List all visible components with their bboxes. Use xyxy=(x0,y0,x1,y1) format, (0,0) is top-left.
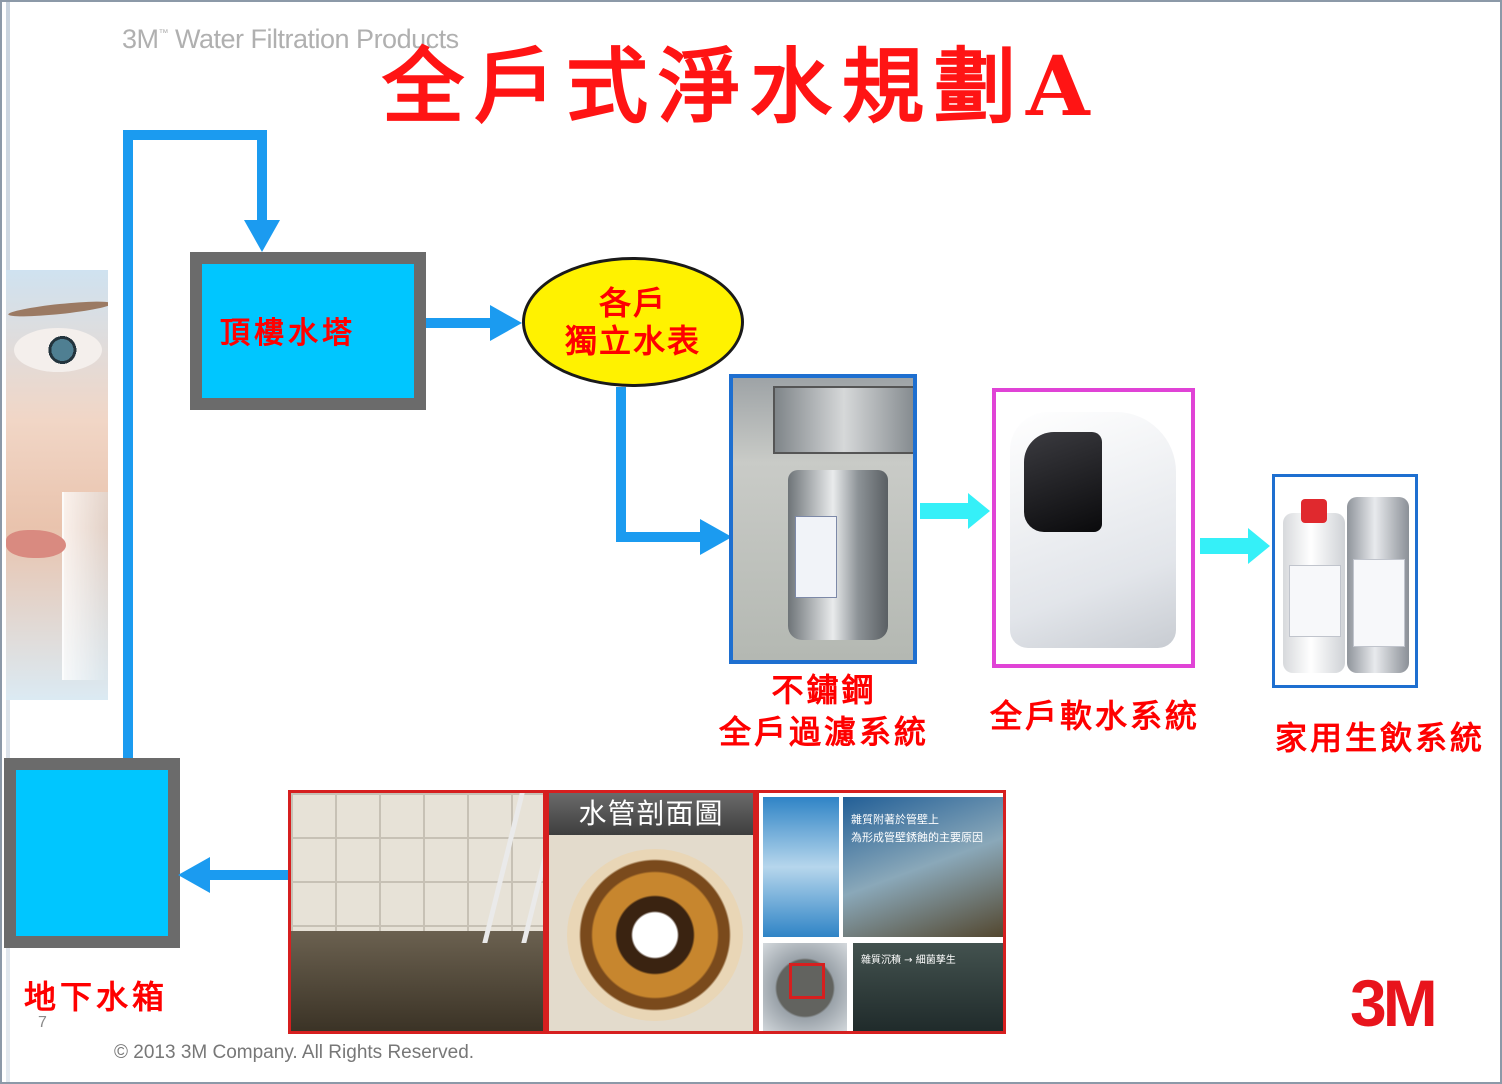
sediment-highlight-box xyxy=(789,963,825,999)
pipe-interior-photo xyxy=(843,797,1003,937)
riser-pipe-vertical xyxy=(123,130,133,766)
bacteria-photo xyxy=(853,943,1003,1031)
household-water-meter: 各戶 獨立水表 xyxy=(522,257,744,387)
corrosion-note-2: 為形成管壁銹蝕的主要原因 xyxy=(851,831,983,844)
steel-filter-photo xyxy=(729,374,917,664)
riser-pipe-down xyxy=(257,130,267,226)
riser-pipe-top xyxy=(123,130,267,140)
flow-arrow-head-2 xyxy=(1248,528,1270,564)
arrow-into-meter xyxy=(490,305,522,341)
flow-arrow-head-1 xyxy=(968,493,990,529)
woman-drinking-photo xyxy=(6,270,108,700)
brand-name: 3M xyxy=(122,24,159,54)
pipe-images-to-underground xyxy=(206,870,290,880)
drinking-system-photo xyxy=(1272,474,1418,688)
corroded-pipe-ring xyxy=(567,849,743,1021)
photo-lips xyxy=(6,530,66,558)
trademark-mark: ™ xyxy=(158,28,169,39)
pipe-problem-images: 水管剖面圖 雜質附著於管壁上 為形成管壁銹蝕的主要原因 雜質沉積 → 細菌孳生 xyxy=(288,790,1006,1034)
corrosion-note-1: 雜質附著於管壁上 xyxy=(851,813,939,826)
photo-eyebrow xyxy=(7,298,108,320)
underground-tank-label: 地下水箱 xyxy=(24,978,169,1016)
underground-water-tank xyxy=(4,758,180,948)
drinking-cartridge-right-label xyxy=(1353,559,1405,647)
steel-filter-caption-line1: 不鏽鋼 xyxy=(771,671,877,709)
flow-softener-to-drinking xyxy=(1200,538,1250,554)
copyright-notice: © 2013 3M Company. All Rights Reserved. xyxy=(114,1042,475,1063)
corrosion-detail-photos: 雜質附著於管壁上 為形成管壁銹蝕的主要原因 雜質沉積 → 細菌孳生 xyxy=(756,790,1006,1034)
steel-filter-caption-line2: 全戶過濾系統 xyxy=(718,712,929,751)
corrosion-note-3: 雜質沉積 → 細菌孳生 xyxy=(861,955,956,966)
dirty-tank-photo xyxy=(288,790,546,1034)
pipe-tank-to-meter xyxy=(426,318,496,328)
softener-control-panel xyxy=(1024,432,1102,532)
drinking-cartridge-cap xyxy=(1301,499,1327,523)
3m-logo: 3M xyxy=(1350,966,1438,1040)
pipe-meter-down xyxy=(616,387,626,542)
pipe-meter-to-filter xyxy=(616,532,706,542)
steel-filter-caption: 不鏽鋼 全戶過濾系統 xyxy=(699,670,949,753)
drinking-cartridge-left-label xyxy=(1289,565,1341,637)
arrow-into-steel-filter xyxy=(700,519,732,555)
arrow-into-rooftop-tank xyxy=(244,220,280,252)
sediment-dish-photo xyxy=(763,943,847,1031)
softener-caption: 全戶軟水系統 xyxy=(989,697,1200,735)
header-brand: 3M™ Water Filtration Products xyxy=(122,24,459,55)
flow-filter-to-softener xyxy=(920,503,970,519)
photo-water-glass xyxy=(62,492,108,680)
meter-label-line1: 各戶 xyxy=(598,283,667,322)
rooftop-water-tank xyxy=(190,252,426,410)
drinking-caption: 家用生飲系統 xyxy=(1274,719,1485,757)
corrosion-spots-photo xyxy=(763,797,839,937)
rooftop-tank-label: 頂樓水塔 xyxy=(220,316,356,351)
steel-filter-head xyxy=(773,386,913,454)
muddy-water xyxy=(291,931,543,1031)
photo-eye xyxy=(14,328,102,372)
softener-photo xyxy=(992,388,1195,668)
steel-filter-label xyxy=(795,516,837,598)
cross-section-banner: 水管剖面圖 xyxy=(549,793,753,835)
brand-suffix: Water Filtration Products xyxy=(168,24,459,54)
slide-title: 全戶式淨水規劃A xyxy=(382,39,1100,135)
meter-label-line2: 獨立水表 xyxy=(564,322,701,360)
pipe-cross-section-photo: 水管剖面圖 xyxy=(546,790,756,1034)
arrow-into-underground-tank xyxy=(178,857,210,893)
page-number: 7 xyxy=(38,1014,47,1031)
